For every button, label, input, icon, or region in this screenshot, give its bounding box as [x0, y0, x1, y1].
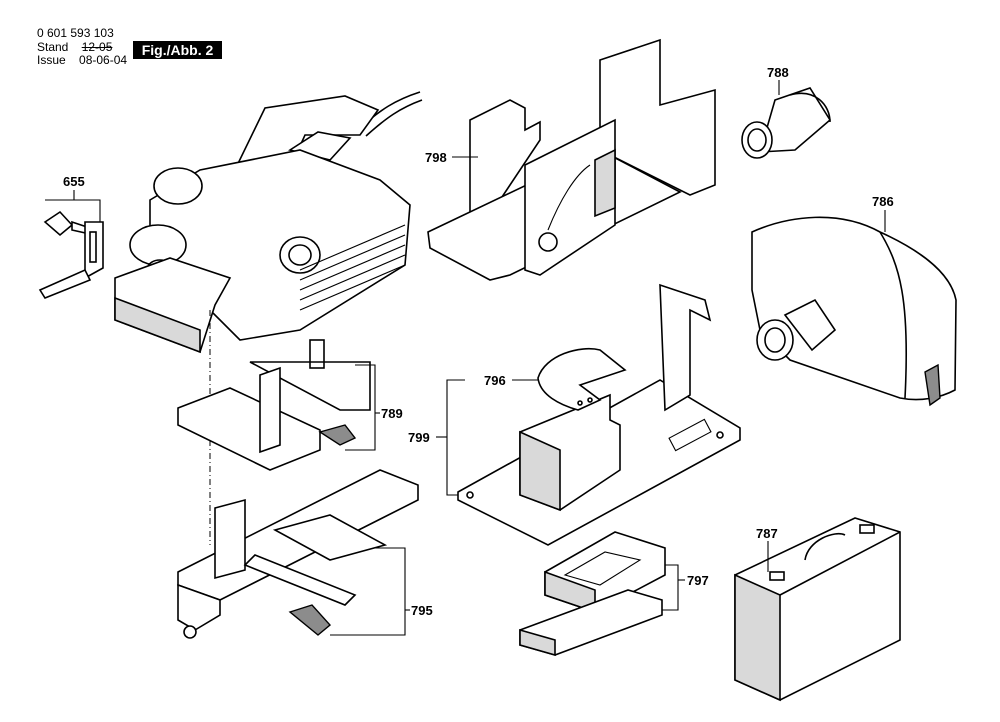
part-655-knob-bracket — [38, 210, 104, 299]
part-795-parallel-guide — [177, 469, 419, 639]
part-786-dust-bag — [751, 216, 957, 407]
leader-lines — [45, 80, 886, 636]
part-797-blocks — [519, 531, 666, 657]
label-797: 797 — [687, 573, 709, 588]
label-795: 795 — [411, 603, 433, 618]
label-789: 789 — [381, 406, 403, 421]
document-number: 0 601 593 103 — [37, 26, 114, 40]
label-788: 788 — [767, 65, 789, 80]
part-796-plate — [537, 347, 627, 411]
label-786: 786 — [872, 194, 894, 209]
figure-badge: Fig./Abb. 2 — [133, 41, 222, 59]
part-799-stand — [457, 283, 741, 546]
label-796: 796 — [484, 373, 506, 388]
part-789-fence — [177, 339, 371, 471]
label-655: 655 — [63, 174, 85, 189]
label-798: 798 — [425, 150, 447, 165]
stand-row: Stand 12-05 — [37, 40, 112, 54]
issue-label: Issue — [37, 53, 66, 67]
part-788-adapter — [741, 87, 832, 159]
label-787: 787 — [756, 526, 778, 541]
stand-label: Stand — [37, 40, 69, 54]
part-798-guide-plate — [427, 38, 716, 281]
planer-body — [114, 91, 423, 545]
label-799: 799 — [408, 430, 430, 445]
issue-row: Issue 08-06-04 — [37, 53, 127, 67]
stand-old-date: 12-05 — [81, 40, 113, 54]
issue-date: 08-06-04 — [79, 53, 128, 67]
part-787-case — [734, 517, 901, 702]
